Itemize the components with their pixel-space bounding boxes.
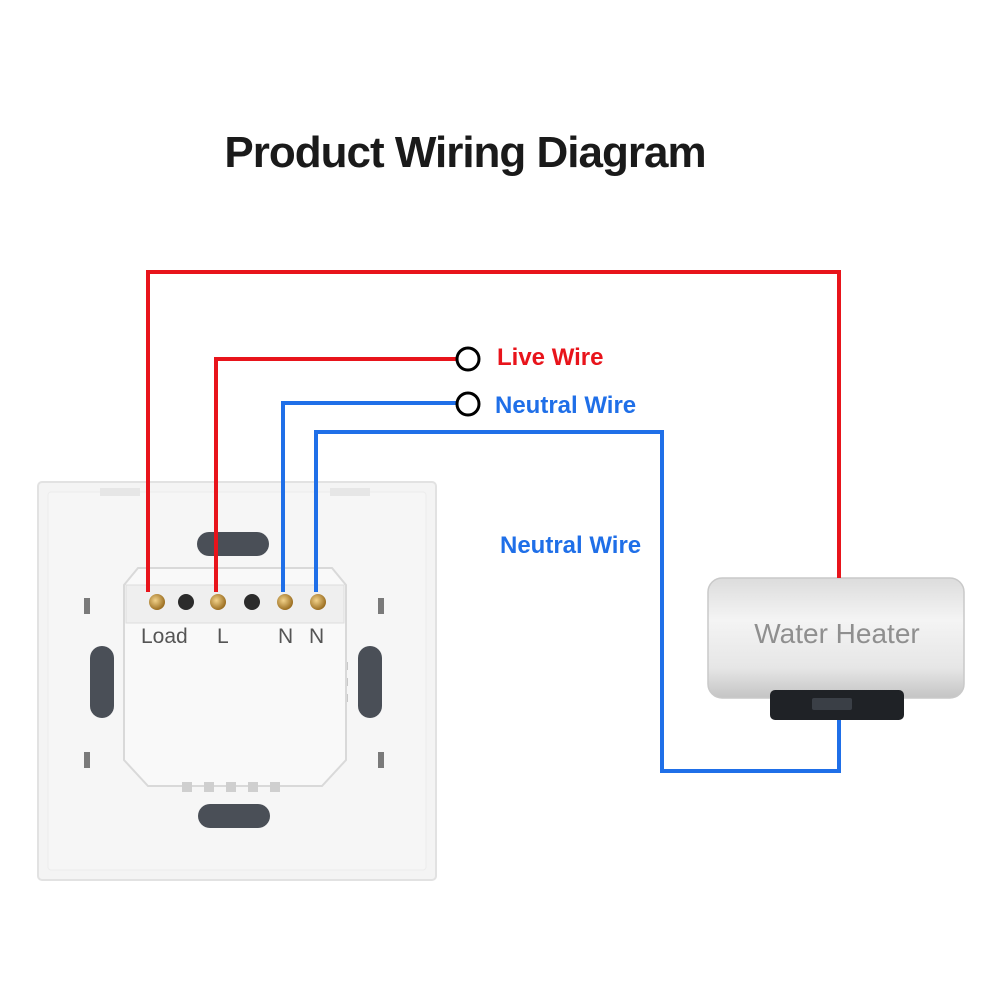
mounting-slot-top [197,532,269,556]
mounting-slot-bottom [198,804,270,828]
terminal-block [149,594,326,610]
terminal-screw-load [149,594,165,610]
terminal-hole [244,594,260,610]
water-heater-label: Water Heater [754,618,920,649]
neutral-wire [281,401,456,592]
neutral-wire-heater-label: Neutral Wire [500,532,642,559]
neutral-input-terminal [455,391,481,417]
live-wire-label: Live Wire [497,344,604,371]
neutral-heater-wire [314,430,841,773]
neutral-wire-label: Neutral Wire [495,392,637,419]
live-wire [214,357,456,592]
terminal-screw-live [210,594,226,610]
load-wire [146,270,841,592]
mounting-slot-right [358,646,382,718]
terminal-label-neutral-2: N [309,625,325,648]
water-heater [707,577,965,720]
terminal-hole [178,594,194,610]
mounting-slot-left [90,646,114,718]
terminal-label-load: Load [141,625,188,648]
terminal-label-neutral-1: N [278,625,294,648]
terminal-screw-neutral-1 [277,594,293,610]
live-input-terminal [455,346,481,372]
terminal-label-live: L [217,625,229,648]
wires [146,270,841,773]
diagram-title: Product Wiring Diagram [224,128,706,177]
terminal-screw-neutral-2 [310,594,326,610]
